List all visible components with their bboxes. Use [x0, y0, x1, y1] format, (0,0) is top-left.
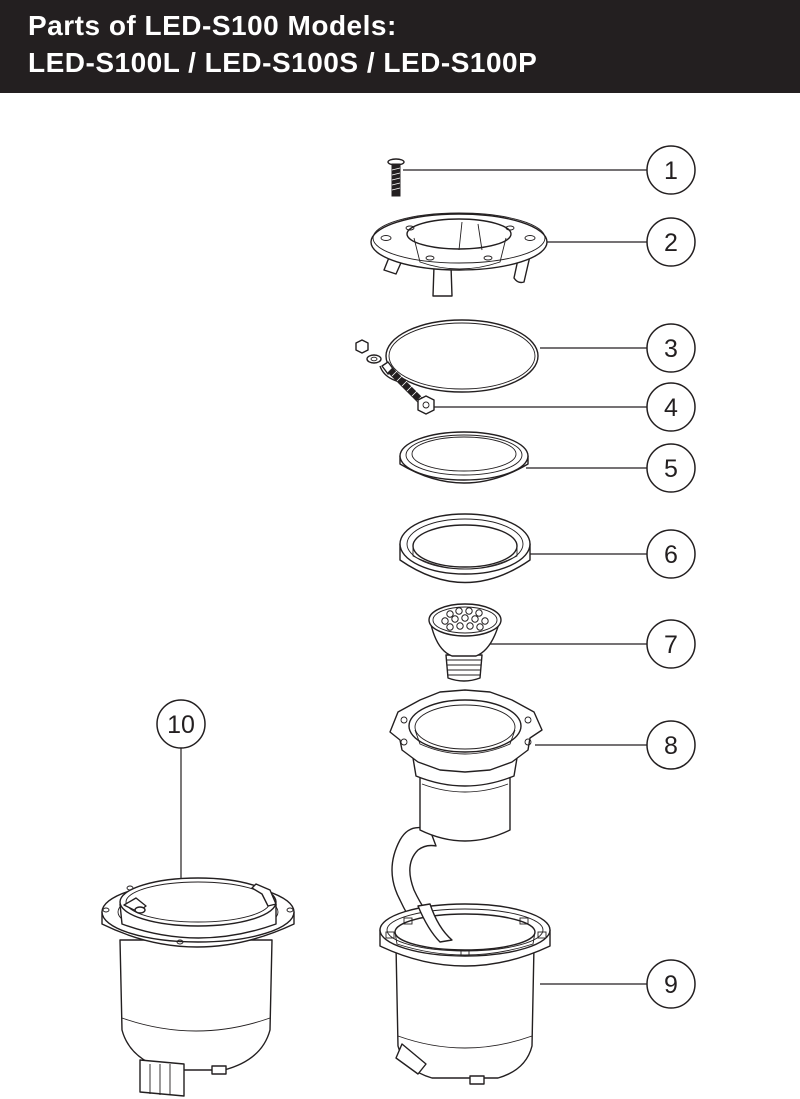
callout-label-8: 8	[664, 732, 678, 760]
callout-label-3: 3	[664, 335, 678, 363]
callout-label-10: 10	[167, 711, 195, 739]
part-8-housing	[389, 689, 543, 943]
callout-4: 4	[646, 382, 696, 432]
part-7-led-bulb	[428, 603, 502, 682]
callout-3: 3	[646, 323, 696, 373]
part-9-outer-can	[379, 903, 551, 1085]
header-bar: Parts of LED-S100 Models: LED-S100L / LE…	[0, 0, 800, 93]
callout-10: 10	[156, 699, 206, 749]
callout-label-1: 1	[664, 157, 678, 185]
callout-6: 6	[646, 529, 696, 579]
title-line-1: Parts of LED-S100 Models:	[28, 10, 397, 41]
callout-label-6: 6	[664, 541, 678, 569]
part-6-gasket-ring	[399, 513, 531, 584]
part-2-mounting-ring	[370, 212, 548, 297]
part-5-lens	[399, 431, 529, 484]
leader-lines	[180, 169, 647, 985]
callout-label-4: 4	[664, 394, 678, 422]
callout-5: 5	[646, 443, 696, 493]
callout-label-7: 7	[664, 631, 678, 659]
callout-label-2: 2	[664, 229, 678, 257]
part-10-assembled-unit	[101, 877, 295, 1097]
callout-9: 9	[646, 959, 696, 1009]
callout-8: 8	[646, 720, 696, 770]
callout-label-9: 9	[664, 971, 678, 999]
callout-2: 2	[646, 217, 696, 267]
part-1-screw	[387, 158, 405, 197]
title-line-2: LED-S100L / LED-S100S / LED-S100P	[28, 47, 538, 78]
callout-label-5: 5	[664, 455, 678, 483]
callout-1: 1	[646, 145, 696, 195]
part-4-bolt	[355, 339, 435, 415]
callout-7: 7	[646, 619, 696, 669]
